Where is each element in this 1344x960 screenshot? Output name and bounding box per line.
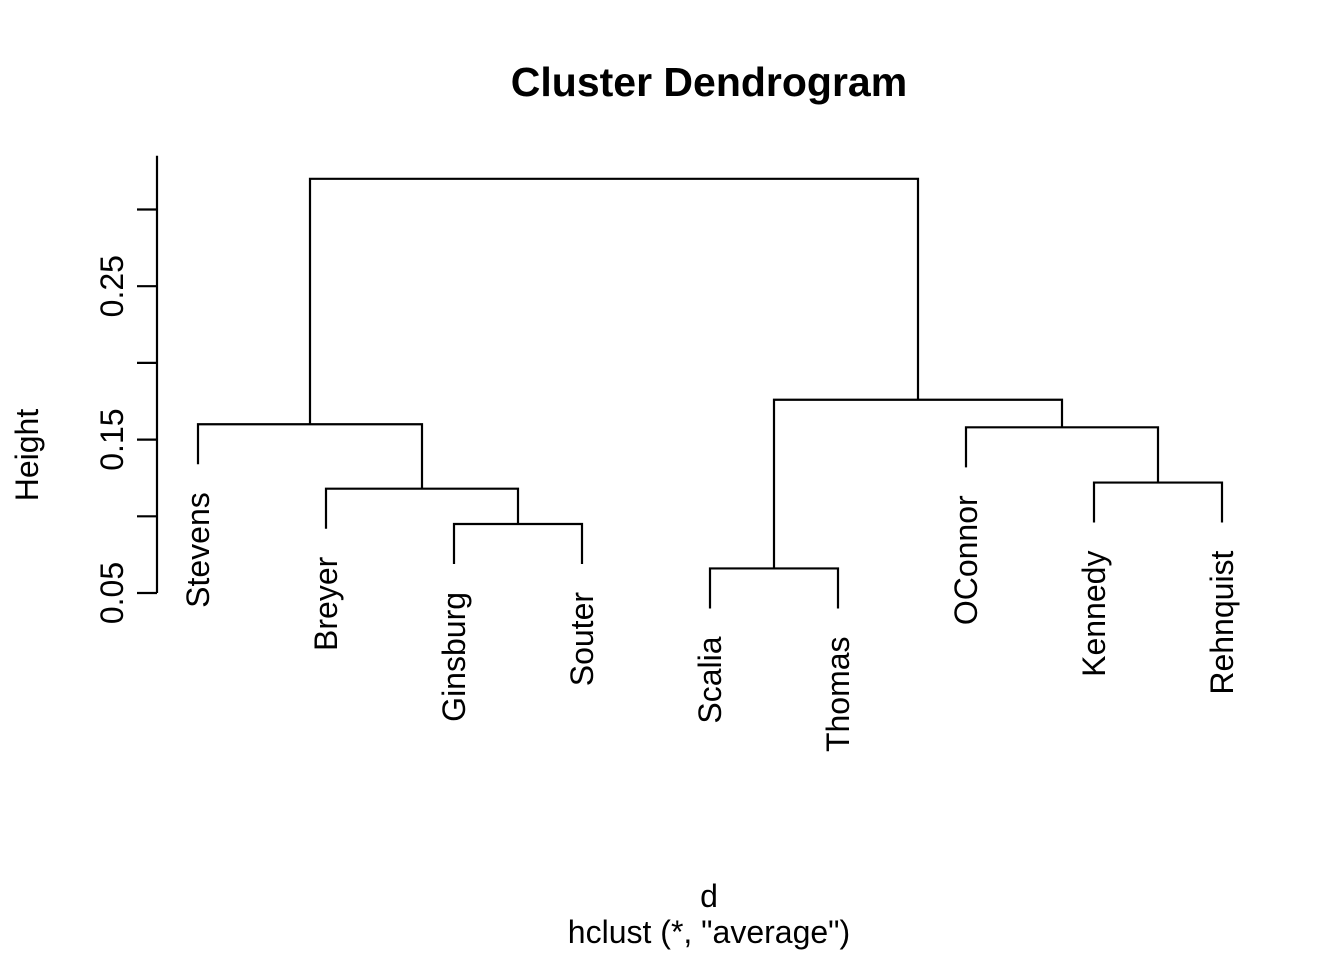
leaf-label: Thomas xyxy=(820,636,856,752)
leaf-label: Breyer xyxy=(308,556,344,651)
y-axis-title: Height xyxy=(9,409,45,502)
dendrogram-branches xyxy=(196,177,1224,609)
y-axis: 0.05 0.15 0.25 xyxy=(94,155,159,624)
branch-lines xyxy=(196,177,1224,609)
leaf-label: Rehnquist xyxy=(1204,550,1240,694)
leaf-label: Kennedy xyxy=(1076,551,1112,677)
leaf-label: Ginsburg xyxy=(436,592,472,722)
leaf-label: OConnor xyxy=(948,495,984,625)
chart-caption: hclust (*, "average") xyxy=(568,914,850,950)
y-axis-line xyxy=(137,155,159,595)
y-tick-label: 0.25 xyxy=(94,255,130,317)
leaf-label: Souter xyxy=(564,592,600,687)
chart-title: Cluster Dendrogram xyxy=(511,59,907,105)
x-axis-title: d xyxy=(700,878,718,914)
y-tick-label: 0.05 xyxy=(94,562,130,624)
leaf-label: Stevens xyxy=(180,492,216,608)
leaf-label: Scalia xyxy=(692,636,728,723)
y-tick-label: 0.15 xyxy=(94,408,130,470)
